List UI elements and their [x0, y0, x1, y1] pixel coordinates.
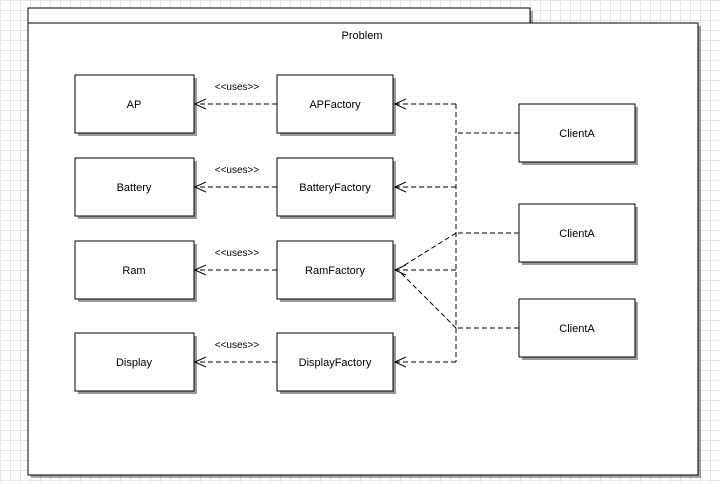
factory-ap: APFactory	[276, 74, 396, 136]
client-a-2-label: ClientA	[559, 228, 595, 240]
factory-display: DisplayFactory	[276, 332, 396, 394]
package-title: Problem	[342, 30, 383, 42]
connectors	[195, 104, 519, 362]
uses-label-ram: <<uses>>	[215, 248, 260, 259]
factory-ram-label: RamFactory	[305, 265, 365, 277]
factory-battery: BatteryFactory	[276, 157, 396, 219]
client-a-1-label: ClientA	[559, 128, 595, 140]
factory-ram: RamFactory	[276, 240, 396, 302]
client-a-3: ClientA	[518, 298, 638, 360]
product-battery: Battery	[74, 157, 197, 219]
product-display: Display	[74, 332, 197, 394]
uses-label-ap: <<uses>>	[215, 82, 260, 93]
package-tab	[27, 7, 531, 24]
uses-label-battery: <<uses>>	[215, 165, 260, 176]
factory-display-label: DisplayFactory	[299, 357, 372, 369]
uses-label-display: <<uses>>	[215, 340, 260, 351]
fan-ram-2	[399, 271, 457, 329]
product-ram-label: Ram	[122, 265, 145, 277]
client-a-2: ClientA	[518, 203, 638, 265]
product-ram: Ram	[74, 240, 197, 302]
product-display-label: Display	[116, 357, 153, 369]
product-battery-label: Battery	[117, 182, 152, 194]
product-ap-label: AP	[127, 99, 142, 111]
client-a-3-label: ClientA	[559, 323, 595, 335]
factory-battery-label: BatteryFactory	[299, 182, 371, 194]
product-ap: AP	[74, 74, 197, 136]
factory-ap-label: APFactory	[309, 99, 361, 111]
client-a-1: ClientA	[518, 103, 638, 165]
fan-ram-1	[399, 232, 457, 269]
